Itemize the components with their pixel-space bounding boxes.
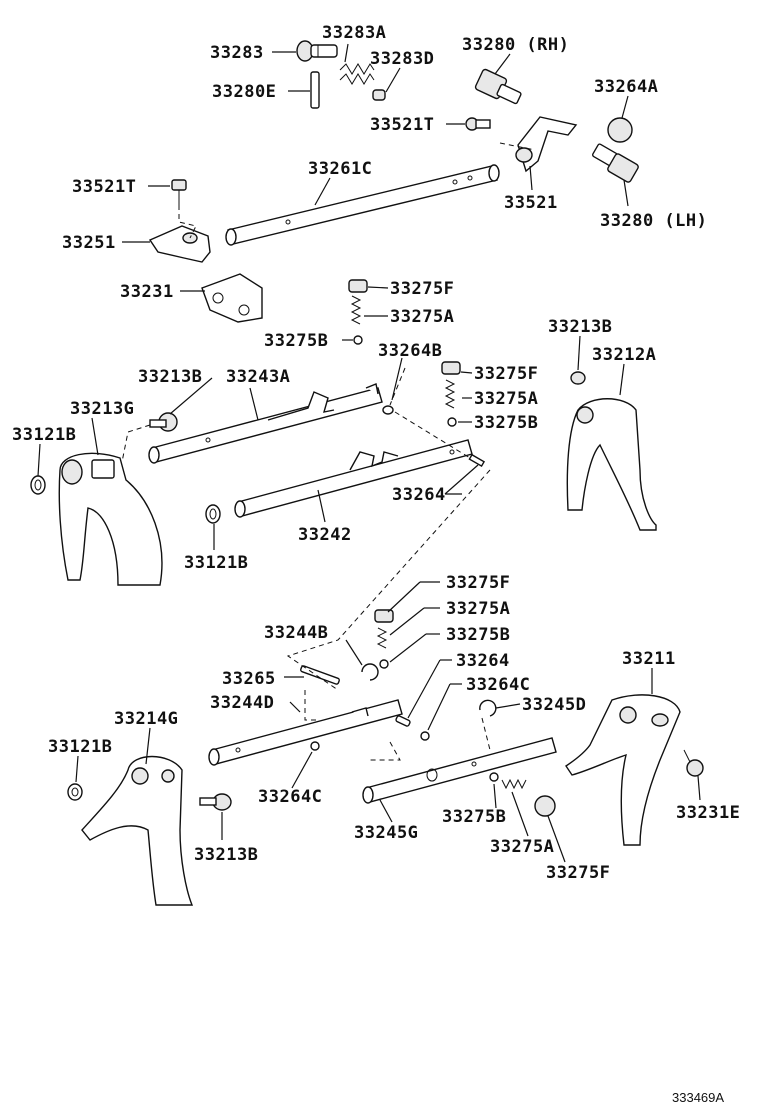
label-33264B: 33264B <box>378 341 442 361</box>
part-33121B-ring-a <box>30 475 46 495</box>
label-33521T-a: 33521T <box>370 115 434 135</box>
part-33213B-bolt-a <box>149 412 178 432</box>
part-33212A-fork <box>566 371 657 531</box>
part-detent-set-c <box>374 609 394 669</box>
part-33264-pin-a <box>468 453 486 468</box>
part-detent-set-a <box>348 279 368 345</box>
part-33283-bolt <box>296 40 338 62</box>
label-33275A-a: 33275A <box>390 307 454 327</box>
part-33214G-fork <box>81 755 194 906</box>
label-33275B-c: 33275B <box>446 625 510 645</box>
part-33244B-clip <box>361 663 379 681</box>
assembly-dashed-lines <box>121 142 536 761</box>
part-33251-lever <box>148 225 211 263</box>
label-33280E: 33280E <box>212 82 276 102</box>
part-labels: 33283 33283A 33283D 33280 (RH) 33280E 33… <box>12 23 740 883</box>
part-33264-pin-b <box>395 715 411 727</box>
label-33211: 33211 <box>622 649 676 669</box>
label-33521: 33521 <box>504 193 558 213</box>
part-33121B-ring-c <box>67 783 83 801</box>
part-33244D-shaft <box>208 699 403 766</box>
part-33264A-plug <box>607 117 633 143</box>
label-33231E: 33231E <box>676 803 740 823</box>
part-33265-pin <box>300 665 340 685</box>
part-33242-shaft <box>234 439 473 518</box>
label-33214G: 33214G <box>114 709 178 729</box>
part-33231-shift-head <box>201 273 263 323</box>
label-33245G: 33245G <box>354 823 418 843</box>
part-33521-bracket <box>515 116 578 173</box>
label-33231: 33231 <box>120 282 174 302</box>
label-33213B-b: 33213B <box>138 367 202 387</box>
label-33280RH: 33280 (RH) <box>462 35 569 55</box>
label-33275A-b: 33275A <box>474 389 538 409</box>
part-33245D-clip <box>479 699 497 717</box>
part-33283A-spring <box>339 63 375 85</box>
label-33283A: 33283A <box>322 23 386 43</box>
label-33213B-c: 33213B <box>194 845 258 865</box>
part-33231E-bolt <box>683 749 704 777</box>
label-33244B: 33244B <box>264 623 328 643</box>
label-33283D: 33283D <box>370 49 434 69</box>
label-33264C-b: 33264C <box>258 787 322 807</box>
part-33264C-ball-a <box>420 731 430 741</box>
part-33261C-shaft <box>225 164 500 246</box>
label-33121B-c: 33121B <box>48 737 112 757</box>
part-33211-fork <box>565 694 681 846</box>
label-33212A: 33212A <box>592 345 656 365</box>
label-33213B-a: 33213B <box>548 317 612 337</box>
part-33121B-ring-b <box>205 504 221 524</box>
label-33245D: 33245D <box>522 695 586 715</box>
label-33275F-b: 33275F <box>474 364 538 384</box>
part-33521T-bolt-b <box>171 179 187 205</box>
label-33264-b: 33264 <box>456 651 510 671</box>
part-33264C-ball-b <box>310 741 320 751</box>
label-33251: 33251 <box>62 233 116 253</box>
part-33280LH-switch <box>592 143 639 183</box>
label-33275F-c: 33275F <box>446 573 510 593</box>
reference-code: 333469A <box>672 1090 724 1105</box>
label-33264A: 33264A <box>594 77 658 97</box>
label-33264C-a: 33264C <box>466 675 530 695</box>
part-detent-set-b <box>441 361 461 427</box>
part-33283D-cap <box>372 89 386 101</box>
label-33275F-a: 33275F <box>390 279 454 299</box>
label-33275B-b: 33275B <box>474 413 538 433</box>
label-33521T-b: 33521T <box>72 177 136 197</box>
part-33280RH-switch <box>474 68 522 105</box>
label-33275B-d: 33275B <box>442 807 506 827</box>
label-33121B-a: 33121B <box>12 425 76 445</box>
label-33213G: 33213G <box>70 399 134 419</box>
label-33280LH: 33280 (LH) <box>600 211 707 231</box>
label-33283: 33283 <box>210 43 264 63</box>
label-33264-a: 33264 <box>392 485 446 505</box>
label-33275A-c: 33275A <box>446 599 510 619</box>
part-33264B-pin <box>382 405 394 415</box>
leader-lines <box>37 43 701 863</box>
part-33521T-bolt-a <box>465 117 491 131</box>
label-33242: 33242 <box>298 525 352 545</box>
part-33280E-pin <box>310 71 320 109</box>
part-33213B-bolt-c <box>199 793 232 811</box>
label-33243A: 33243A <box>226 367 290 387</box>
part-33243A-shaft <box>148 383 383 464</box>
label-33265: 33265 <box>222 669 276 689</box>
part-33245G-shaft <box>362 737 557 804</box>
label-33275F-d: 33275F <box>546 863 610 883</box>
label-33244D: 33244D <box>210 693 274 713</box>
label-33261C: 33261C <box>308 159 372 179</box>
label-33121B-b: 33121B <box>184 553 248 573</box>
part-33213G-fork <box>58 452 163 586</box>
label-33275B-a: 33275B <box>264 331 328 351</box>
label-33275A-d: 33275A <box>490 837 554 857</box>
part-detent-set-d <box>489 772 556 817</box>
